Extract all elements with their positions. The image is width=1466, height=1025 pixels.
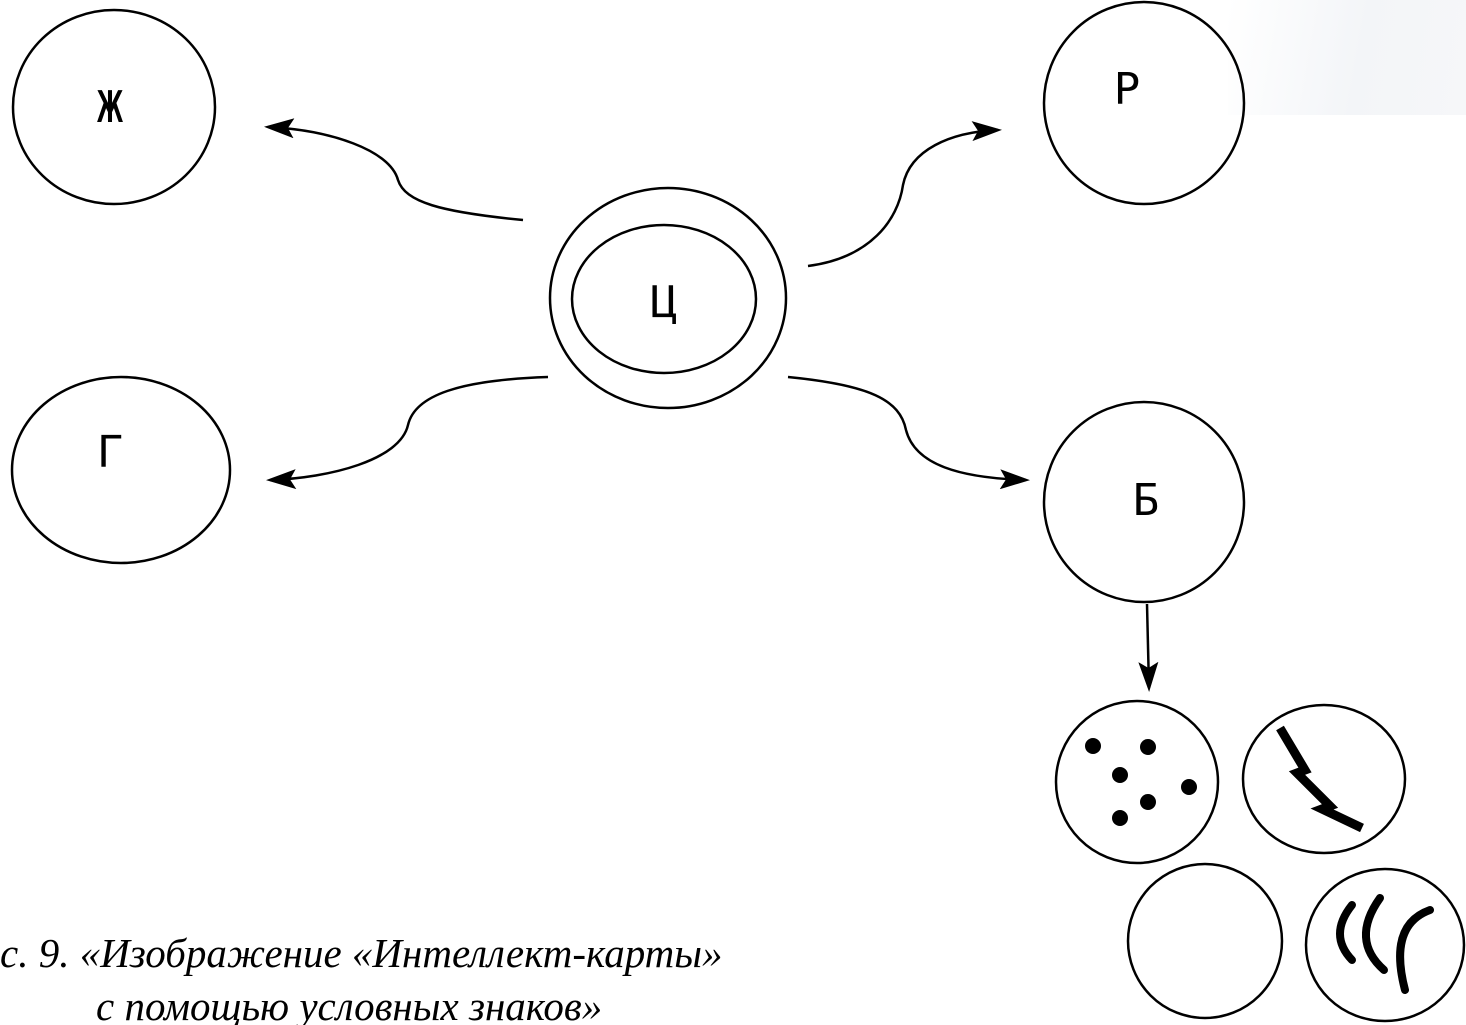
node-g-label: Г bbox=[97, 427, 124, 478]
symbol-dots bbox=[1054, 699, 1220, 865]
node-b-label: Б bbox=[1133, 475, 1160, 526]
arrow-to-zh bbox=[264, 118, 524, 222]
arrow-to-r bbox=[807, 121, 1002, 268]
caption-line-1: с. 9. «Изображение «Интеллект-карты» bbox=[0, 930, 723, 976]
node-r: Р bbox=[1042, 0, 1246, 206]
lightning-icon bbox=[1276, 725, 1364, 833]
node-zh: Ж bbox=[11, 8, 217, 206]
node-g: Г bbox=[10, 375, 232, 565]
node-r-label: Р bbox=[1114, 64, 1141, 115]
arrow-to-b bbox=[787, 375, 1030, 490]
center-node: Ц bbox=[548, 186, 788, 410]
center-node-label: Ц bbox=[651, 277, 678, 328]
node-b: Б bbox=[1042, 400, 1246, 604]
symbol-empty bbox=[1126, 862, 1284, 1020]
symbol-arcs bbox=[1304, 867, 1466, 1023]
background-glare bbox=[1228, 0, 1466, 115]
sound-waves-icon bbox=[1336, 894, 1434, 994]
node-zh-label: Ж bbox=[97, 82, 124, 133]
caption-line-2: с помощью условных знаков» bbox=[96, 983, 602, 1025]
arrow-to-g bbox=[266, 375, 549, 490]
symbol-lightning bbox=[1241, 703, 1407, 855]
dots-icon bbox=[1085, 738, 1197, 826]
arrow-to-symbols bbox=[1138, 603, 1159, 692]
